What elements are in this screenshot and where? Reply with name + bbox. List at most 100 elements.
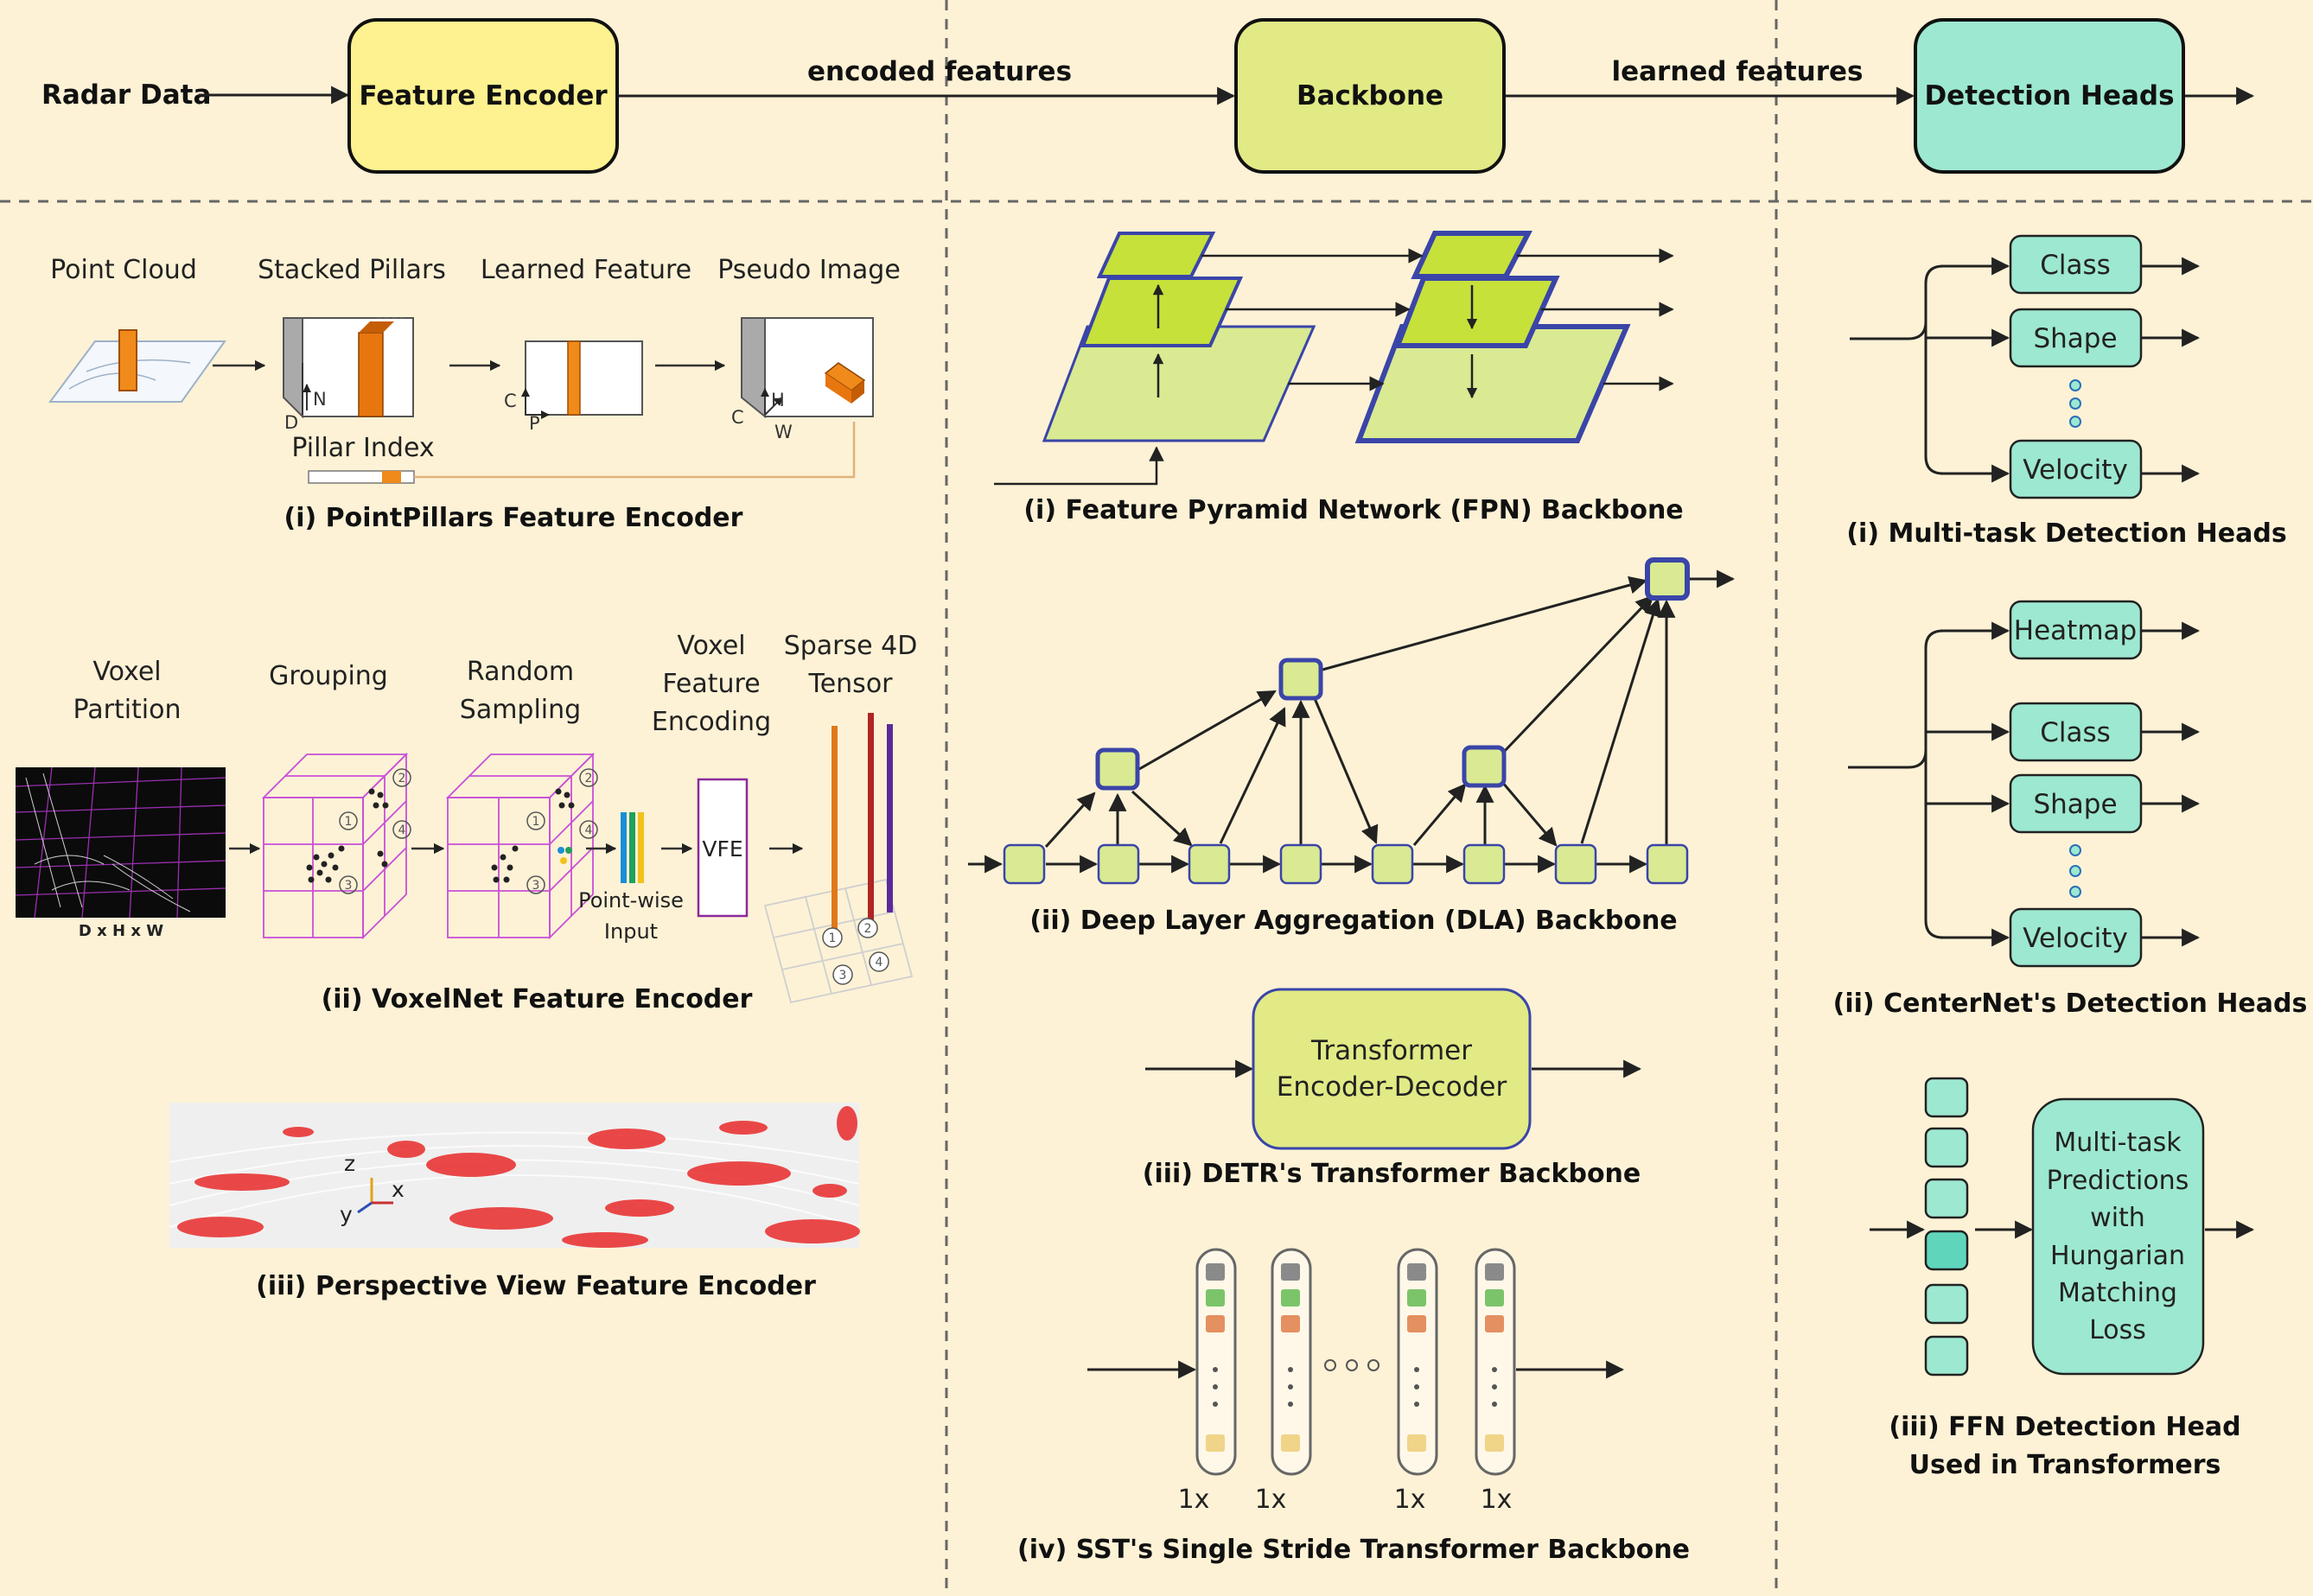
tensor-bar-purple xyxy=(887,724,893,912)
centernet-caption: (ii) CenterNet's Detection Heads xyxy=(1833,989,2308,1019)
sampling-voxel-grid xyxy=(445,752,596,940)
detr-transformer-box xyxy=(1252,988,1532,1150)
grouping-num-4: 4 xyxy=(398,823,406,837)
sampling-num-1: 1 xyxy=(532,815,540,829)
fpn-backbone: (i) Feature Pyramid Network (FPN) Backbo… xyxy=(994,231,1684,525)
pseudo-image-cube xyxy=(741,317,874,419)
grouping-voxel-grid xyxy=(261,752,409,940)
vn-step3-line2: Sampling xyxy=(460,695,581,725)
cn-class-label: Class xyxy=(2040,717,2111,748)
sampling-num-2: 2 xyxy=(585,772,593,785)
multitask-caption: (i) Multi-task Detection Heads xyxy=(1846,518,2286,549)
vn-step3-line1: Random xyxy=(467,657,574,687)
persp-axis-x: x xyxy=(392,1177,405,1202)
axis-w-label: W xyxy=(774,422,793,442)
detr-caption: (iii) DETR's Transformer Backbone xyxy=(1143,1159,1641,1189)
tensor-num-4: 4 xyxy=(876,956,883,970)
head-class-label: Class xyxy=(2040,250,2111,281)
cn-velocity-label: Velocity xyxy=(2023,923,2128,954)
tensor-index-numbers: 1 2 3 4 xyxy=(829,922,883,982)
fpn-right-mid xyxy=(1393,276,1560,348)
tensor-bar-red xyxy=(868,713,874,927)
grouping-points xyxy=(306,788,389,883)
dims-label: D x H x W xyxy=(79,922,163,940)
ffn-predictions-box xyxy=(2031,1097,2205,1376)
learned-features-label: learned features xyxy=(1611,56,1863,87)
perspective-red-points xyxy=(177,1106,860,1248)
axis-c2-label: C xyxy=(731,407,744,428)
axis-n-label: N xyxy=(313,389,327,410)
vn-step4-line3: Encoding xyxy=(652,707,771,737)
backbone-box xyxy=(1234,18,1506,174)
voxel-partition-image xyxy=(15,766,226,919)
pointpillars-caption: (i) PointPillars Feature Encoder xyxy=(284,503,743,533)
multitask-heads: Class Shape Velocity (i) Multi-task Dete… xyxy=(1846,234,2287,549)
tensor-num-3: 3 xyxy=(839,969,847,982)
vn-step2: Grouping xyxy=(269,661,388,691)
persp-axis-y: y xyxy=(340,1202,353,1227)
fpn-right-small xyxy=(1411,231,1532,279)
pointwise-input-bars xyxy=(621,812,644,883)
vn-step1-line1: Voxel xyxy=(92,657,161,687)
tensor-bar-orange xyxy=(832,726,838,938)
grouping-num-3: 3 xyxy=(345,879,353,893)
axis-d-label: D xyxy=(284,412,298,433)
vn-step5-line2: Tensor xyxy=(807,669,893,699)
vn-step4-line2: Feature xyxy=(662,669,760,699)
axis-h-label: H xyxy=(771,390,785,410)
pointwise-label-line1: Point-wise xyxy=(578,888,684,912)
pointpillars-encoder: Point Cloud Stacked Pillars Learned Feat… xyxy=(48,255,901,533)
voxelnet-caption: (ii) VoxelNet Feature Encoder xyxy=(322,984,753,1014)
sst-backbone: 1x 1x 1x 1x (iv) SST's Single Stride Tra… xyxy=(1017,1248,1690,1565)
ffn-box-line1: Multi-task xyxy=(2054,1128,2182,1158)
fpn-right-large xyxy=(1354,324,1631,443)
voxelnet-encoder: Voxel Partition Grouping Random Sampling… xyxy=(15,631,918,1014)
grouping-index-circles xyxy=(339,768,411,894)
persp-axis-z: z xyxy=(344,1151,355,1176)
fpn-left-large xyxy=(1042,325,1316,442)
pp-step-stacked-pillars: Stacked Pillars xyxy=(258,255,446,285)
dla-caption: (ii) Deep Layer Aggregation (DLA) Backbo… xyxy=(1029,906,1677,936)
axis-p-label: P xyxy=(529,413,540,434)
head-shape-label: Shape xyxy=(2033,323,2117,354)
pp-step-point-cloud: Point Cloud xyxy=(50,255,197,285)
sst-repeat-3: 1x xyxy=(1394,1485,1426,1515)
ffn-caption-line1: (iii) FFN Detection Head xyxy=(1889,1412,2240,1442)
head-velocity-label: Velocity xyxy=(2023,455,2128,486)
ffn-head: Multi-task Predictions with Hungarian Ma… xyxy=(1870,1077,2255,1480)
stacked-pillars-cube xyxy=(283,317,414,419)
sst-caption: (iv) SST's Single Stride Transformer Bac… xyxy=(1017,1535,1690,1565)
backbone-label: Backbone xyxy=(1297,80,1443,111)
dla-nodes xyxy=(1003,557,1690,885)
grouping-index-numbers: 1 2 3 4 xyxy=(345,772,406,893)
ffn-box-line4: Hungarian xyxy=(2050,1241,2185,1271)
detr-backbone: Transformer Encoder-Decoder (iii) DETR's… xyxy=(1143,988,1642,1189)
axis-c1-label: C xyxy=(504,391,517,411)
vn-step5-line1: Sparse 4D xyxy=(784,631,918,661)
pp-step-learned-feature: Learned Feature xyxy=(481,255,691,285)
sampling-num-3: 3 xyxy=(532,879,540,893)
tensor-num-1: 1 xyxy=(829,932,837,945)
point-cloud-plane xyxy=(48,329,226,403)
pipeline: Radar Data Feature Encoder encoded featu… xyxy=(41,18,2255,174)
grouping-num-1: 1 xyxy=(345,815,353,829)
feature-encoder-box xyxy=(347,18,619,174)
detection-heads-label: Detection Heads xyxy=(1924,80,2174,111)
pillar-index-label: Pillar Index xyxy=(291,433,434,463)
vfe-label: VFE xyxy=(702,836,742,862)
head-class-box xyxy=(2009,234,2143,295)
head-heatmap-label: Heatmap xyxy=(2014,615,2137,646)
vn-step4-line1: Voxel xyxy=(677,631,745,661)
sampling-points xyxy=(491,788,575,883)
detr-box-line2: Encoder-Decoder xyxy=(1277,1071,1507,1103)
fpn-left-small xyxy=(1096,232,1216,278)
tensor-num-2: 2 xyxy=(864,922,872,936)
feature-encoder-label: Feature Encoder xyxy=(359,80,608,111)
grouping-num-2: 2 xyxy=(398,772,406,785)
fpn-left-mid xyxy=(1080,277,1244,347)
sst-repeat-1: 1x xyxy=(1178,1485,1210,1515)
ffn-box-line3: with xyxy=(2090,1203,2145,1233)
sst-repeat-4: 1x xyxy=(1481,1485,1513,1515)
